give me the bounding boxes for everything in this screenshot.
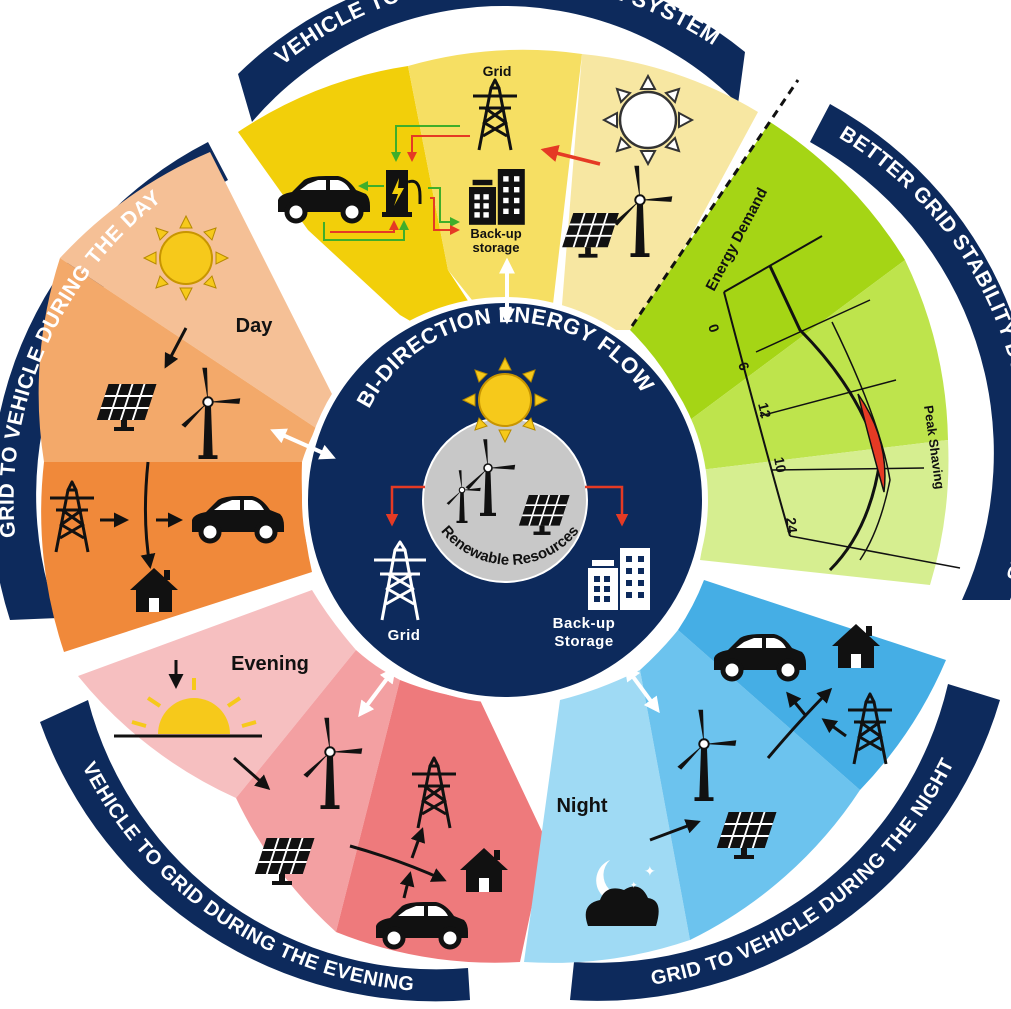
peak-axis-top xyxy=(723,235,823,293)
top-arrow-renewables-to-grid xyxy=(540,144,601,166)
night-label: Night xyxy=(556,795,607,817)
center-arrow-to-grid xyxy=(385,485,425,527)
top-arrow-car-to-charger xyxy=(323,220,409,241)
center-backup-label-line2: Storage xyxy=(554,633,613,650)
night-moon-cloud-icon: ✦ ✦ xyxy=(585,860,659,926)
center-arrow-to-storage xyxy=(585,485,629,527)
night-arrow-grid xyxy=(821,718,847,738)
peak-shaving-area xyxy=(857,393,886,493)
evening-sunset-icon xyxy=(114,678,262,738)
top-arrow-charger-to-storage xyxy=(428,187,460,227)
night-arrow-to-car xyxy=(786,691,808,717)
top-grid-label: Grid xyxy=(483,63,512,79)
peak-tick-12: 12 xyxy=(755,401,774,420)
day-arrow-sun-to-panel xyxy=(164,327,188,369)
top-arrow-grid-return xyxy=(407,135,470,162)
evening-arrow-car-up xyxy=(399,871,415,899)
title-band-bottom-left xyxy=(40,700,470,1002)
title-band-top xyxy=(238,0,745,122)
night-arrow-to-house xyxy=(766,687,833,759)
evening-label: Evening xyxy=(231,653,309,675)
center-grid-label: Grid xyxy=(388,627,421,644)
bidirectional-arrows xyxy=(270,257,660,718)
peak-tick-24: 24 xyxy=(783,517,801,534)
svg-text:✦: ✦ xyxy=(630,881,638,891)
top-backup-label-line2: storage xyxy=(473,240,520,255)
evening-arrow-to-grid xyxy=(410,827,426,859)
divider-dashed-line xyxy=(630,79,800,327)
arrow-hub-bottom-right xyxy=(624,664,660,714)
day-arrow-to-house xyxy=(140,461,156,569)
arrow-hub-bottom-left xyxy=(358,666,396,718)
night-arrow-to-panel xyxy=(649,819,701,842)
svg-text:✦: ✦ xyxy=(644,864,656,880)
day-label: Day xyxy=(236,315,274,337)
peak-tick-10: 10 xyxy=(771,456,789,474)
top-sun-icon xyxy=(602,74,694,166)
evening-arrow-to-panel xyxy=(233,756,271,790)
segment-peak-hours xyxy=(630,122,949,585)
top-arrow-storage-loop xyxy=(430,197,460,235)
center-backup-label-line1: Back-up xyxy=(553,615,616,632)
top-backup-label-line1: Back-up xyxy=(470,226,521,241)
top-charging-station-icon xyxy=(382,170,422,217)
arrow-hub-left xyxy=(270,428,336,460)
title-band-bottom-right xyxy=(570,684,1000,1001)
title-band-right xyxy=(810,104,1011,600)
top-arrow-car-loop xyxy=(330,220,399,233)
top-arrow-grid-to-charger xyxy=(391,125,460,162)
peak-shaved-curve xyxy=(831,321,891,561)
evening-arrow-to-house xyxy=(349,844,447,882)
peak-axis-left xyxy=(723,291,791,537)
